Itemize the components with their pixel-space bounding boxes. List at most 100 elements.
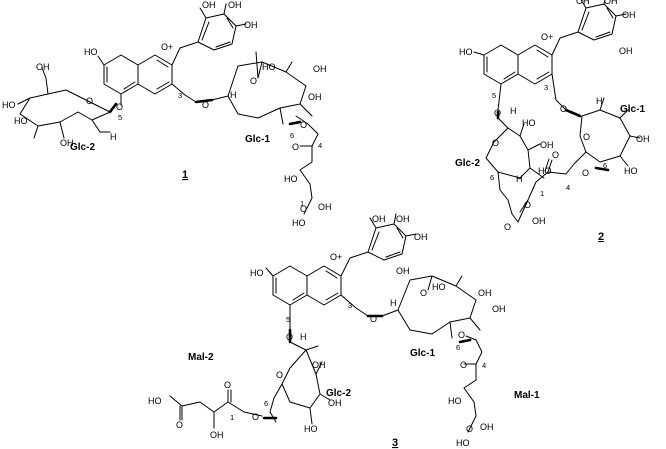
oh-label: OH [478, 288, 492, 298]
position-6-label: 6 [456, 343, 460, 352]
oh-label: OH [396, 266, 410, 276]
h-label: H [230, 90, 237, 100]
position-6-label: 6 [290, 131, 294, 140]
ho-label: HO [250, 268, 264, 278]
ho-label: HO [522, 118, 536, 128]
ho-label: HO [84, 47, 98, 57]
ho-label: HO [262, 62, 276, 72]
o-label: O [582, 168, 589, 178]
o-label: O [300, 120, 307, 130]
o-label: O [202, 100, 209, 110]
h-label: H [596, 96, 603, 106]
o-label: O [252, 412, 259, 422]
position-3-label: 3 [544, 83, 548, 92]
position-3-label: 3 [348, 301, 352, 310]
h-label: H [110, 132, 117, 142]
oh-label: OH [312, 360, 326, 370]
o-label: O [492, 138, 499, 148]
position-5-label: 5 [492, 91, 496, 100]
mal-1-label: Mal-1 [514, 390, 540, 401]
o-label: O [583, 132, 590, 142]
compound-number: 1 [182, 169, 188, 181]
oh-label: OH [228, 0, 242, 10]
o-label: O [300, 204, 307, 214]
ho-label: HO [448, 396, 462, 406]
position-4-label: 4 [318, 141, 322, 150]
o-label: O [524, 200, 531, 210]
compound-2-bonds [473, 0, 641, 223]
position-1-label: 1 [540, 189, 544, 198]
position-6-label: 6 [603, 161, 607, 170]
oh-label: OH [202, 0, 216, 10]
o-label: O [458, 330, 465, 340]
glc-2-label: Glc-2 [70, 142, 95, 153]
glc-1-label: Glc-1 [410, 348, 435, 359]
o-label: O [116, 102, 123, 112]
oh-label: OH [210, 430, 224, 440]
ho-label: HO [459, 47, 473, 57]
glc-1-label: Glc-1 [620, 104, 645, 115]
compound-2-labels: HO O+ OH OH OH OH 3 5 O O H Glc-1 O OH H… [455, 0, 650, 243]
position-3-label: 3 [178, 91, 182, 100]
o-label: O [286, 332, 293, 342]
compound-3-wedges [262, 314, 472, 420]
o-label: O [494, 108, 501, 118]
position-4-label: 4 [482, 361, 486, 370]
oh-label: OH [60, 138, 74, 148]
oh-label: OH [576, 0, 590, 6]
ho-label: HO [14, 116, 28, 126]
oh-label: OH [414, 232, 428, 242]
oh-label: OH [604, 0, 618, 6]
oh-label: OH [372, 214, 386, 224]
o-label: O [250, 76, 257, 86]
oh-label: OH [328, 398, 342, 408]
position-1-label: 1 [230, 413, 234, 422]
oh-label: OH [244, 20, 258, 30]
ho-label: HO [284, 174, 298, 184]
ho-label: HO [538, 166, 552, 176]
oh-label: OH [36, 62, 50, 72]
position-5-label: 5 [118, 113, 122, 122]
oh-label: OH [636, 134, 650, 144]
o-label: O [292, 142, 299, 152]
oh-label: OH [318, 202, 332, 212]
o-label: O [86, 96, 93, 106]
h-label: H [300, 332, 307, 342]
compound-2: HO O+ OH OH OH OH 3 5 O O H Glc-1 O OH H… [455, 0, 650, 243]
oplus-label: O+ [161, 42, 173, 52]
o-label: O [276, 370, 283, 380]
ho-label: HO [148, 396, 162, 406]
oh-label: OH [480, 422, 494, 432]
oh-label: OH [532, 216, 546, 226]
compound-2-wedges [496, 108, 610, 172]
compound-3: HO O+ OH OH OH OH 3 5 O O H O HO OH OH O… [148, 213, 540, 449]
position-6-label: 6 [490, 173, 494, 182]
ho-label: HO [292, 218, 306, 228]
position-4-label: 4 [566, 183, 570, 192]
o-label: O [560, 104, 567, 114]
ho-label: HO [2, 100, 16, 110]
compound-1-wedges [108, 98, 302, 126]
oh-label: OH [396, 214, 410, 224]
o-label: O [552, 150, 559, 160]
position-5-label: 5 [286, 315, 290, 324]
oplus-label: O+ [330, 252, 342, 262]
o-label: O [466, 424, 473, 434]
glc-2-label: Glc-2 [455, 158, 480, 169]
o-label: O [460, 360, 467, 370]
ho-label: HO [624, 166, 638, 176]
position-6-label: 6 [264, 399, 268, 408]
ho-label: HO [456, 438, 470, 448]
h-label: H [516, 174, 523, 184]
oh-label: OH [313, 64, 327, 74]
compound-1-labels: HO O+ OH OH OH 3 5 O O H O HO OH OH O 6 … [2, 0, 332, 228]
oh-label: OH [308, 92, 322, 102]
compound-1-bonds [17, 3, 319, 215]
o-label: O [224, 380, 231, 390]
glc-2-label: Glc-2 [326, 388, 351, 399]
o-label: O [420, 288, 427, 298]
h-label: H [510, 106, 517, 116]
oh-label: OH [540, 140, 554, 150]
glc-1-label: Glc-1 [245, 134, 270, 145]
